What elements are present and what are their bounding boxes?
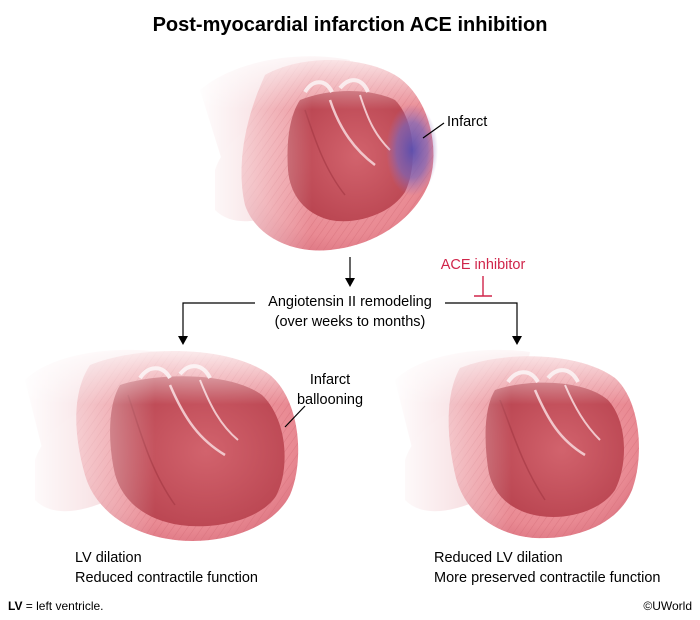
- arrowhead-left: [178, 336, 188, 345]
- right-outcome-caption: Reduced LV dilation More preserved contr…: [434, 548, 660, 588]
- ballooning-label-line1: Infarct: [309, 372, 351, 388]
- remodeling-label-line2: (over weeks to months): [274, 314, 426, 330]
- arrow-left-branch: [182, 302, 255, 338]
- footnote-definition: = left ventricle.: [22, 599, 104, 613]
- arrowhead-right: [512, 336, 522, 345]
- figure-title: Post-myocardial infarction ACE inhibitio…: [152, 14, 548, 36]
- arrow-right-branch: [445, 302, 518, 338]
- ace-inhibitor-label: ACE inhibitor: [440, 257, 526, 273]
- right-outcome-line1: Reduced LV dilation: [434, 550, 563, 566]
- ballooning-label: Infarct ballooning: [290, 370, 370, 410]
- footnote-abbreviation: LV: [8, 599, 23, 613]
- infarct-pointer-line: [422, 122, 445, 139]
- remodeling-label-line1: Angiotensin II remodeling: [268, 294, 432, 310]
- heart-illustration-dilated: [20, 340, 320, 555]
- left-outcome-line2: Reduced contractile function: [75, 570, 258, 586]
- inhibition-symbol: [474, 276, 492, 297]
- ballooning-pointer-line: [284, 405, 306, 428]
- left-outcome-caption: LV dilation Reduced contractile function: [75, 548, 258, 588]
- arrowhead-main: [345, 278, 355, 287]
- heart-illustration-preserved: [390, 340, 660, 555]
- infarct-label: Infarct: [447, 114, 488, 130]
- right-outcome-line2: More preserved contractile function: [434, 570, 661, 586]
- abbreviation-footnote: LV = left ventricle.: [8, 599, 104, 613]
- left-outcome-line1: LV dilation: [75, 550, 142, 566]
- copyright-notice: ©UWorld: [643, 599, 692, 613]
- heart-illustration-top: [195, 45, 455, 260]
- ballooning-label-line2: ballooning: [296, 392, 364, 408]
- remodeling-label: Angiotensin II remodeling (over weeks to…: [240, 292, 460, 332]
